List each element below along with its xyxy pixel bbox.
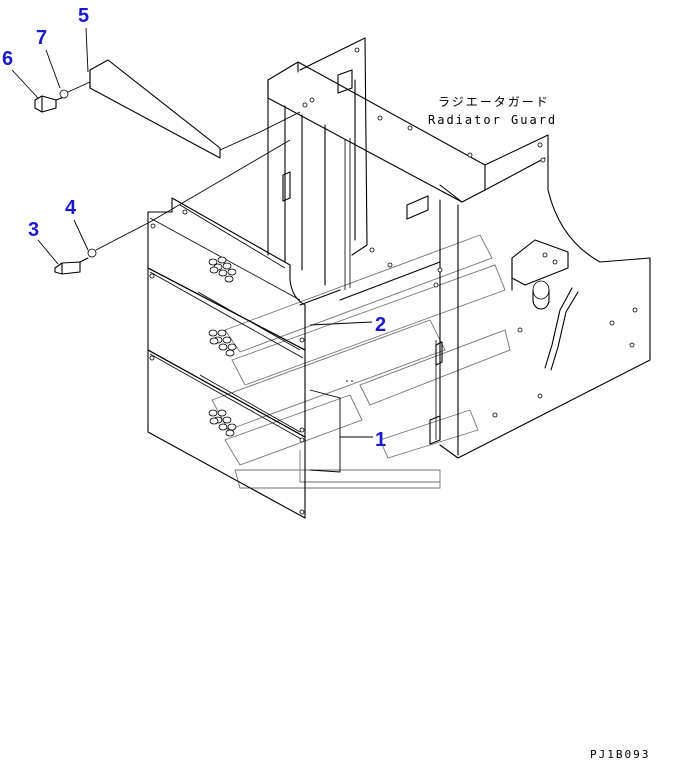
callout-2: 2 — [375, 314, 386, 336]
leader-4 — [73, 219, 89, 251]
callout-5: 5 — [78, 5, 89, 27]
leader-5 — [85, 27, 89, 73]
vent-holes-upper — [208, 256, 237, 283]
part-1-middle-cover — [147, 267, 306, 438]
callout-6: 6 — [2, 48, 13, 70]
part-5-bar — [89, 59, 301, 159]
leader-7 — [45, 49, 61, 89]
callout-3: 3 — [28, 219, 39, 241]
vent-holes-middle — [208, 329, 237, 357]
radiator-guard-frame — [267, 37, 651, 459]
upper-bolt-assembly — [34, 81, 91, 113]
callout-4: 4 — [65, 197, 77, 219]
part-2-upper-cover — [147, 197, 373, 351]
leader-3 — [37, 239, 59, 265]
leader-6 — [11, 69, 39, 99]
watermark-logo — [211, 234, 511, 489]
label-english: Radiator Guard — [428, 113, 557, 127]
part-1-lower-cover — [147, 349, 373, 519]
label-japanese: ラジエータガード — [438, 95, 550, 109]
lower-bolt-assembly — [54, 139, 291, 275]
drawing-code: PJ1B093 — [590, 748, 650, 761]
callout-7: 7 — [36, 27, 47, 49]
callout-1: 1 — [375, 429, 386, 451]
vent-holes-lower — [208, 409, 237, 437]
